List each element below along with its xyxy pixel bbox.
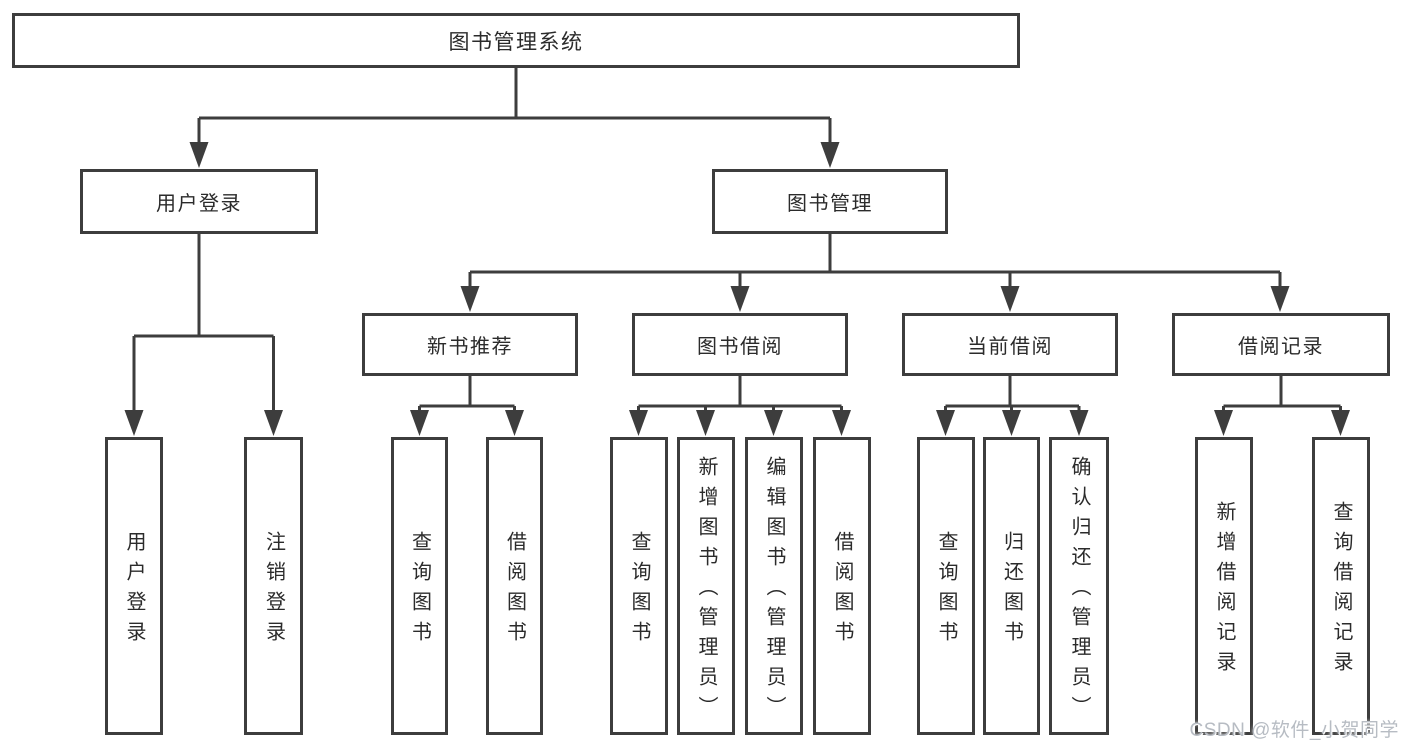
leaf-borrowing-borrow-books: 借阅图书: [813, 437, 871, 735]
leaf-user-login-label: 用户登录: [123, 531, 145, 651]
leaf-records-add-borrow-record-label: 新增借阅记录: [1213, 501, 1235, 681]
leaf-borrowing-query-books-label: 查询图书: [628, 531, 650, 651]
arrowhead: [1000, 286, 1020, 312]
node-user-login: 用户登录: [80, 169, 318, 234]
leaf-newbook-query-books-label: 查询图书: [408, 531, 431, 651]
leaf-user-login: 用户登录: [105, 437, 163, 735]
leaf-current-confirm-return-admin: 确认归还（管理员）: [1049, 437, 1109, 735]
leaf-records-query-borrow-record-label: 查询借阅记录: [1330, 501, 1352, 681]
node-borrowing-records-label: 借阅记录: [1238, 336, 1324, 358]
leaf-borrowing-borrow-books-label: 借阅图书: [831, 531, 853, 651]
arrowhead: [1331, 410, 1350, 436]
connector-borrowing-records-to-leaves: [1222, 376, 1342, 414]
arrowhead: [820, 142, 840, 168]
leaf-newbook-borrow-books: 借阅图书: [486, 437, 543, 735]
node-root: 图书管理系统: [12, 13, 1020, 68]
node-new-book-recommendation: 新书推荐: [362, 313, 578, 376]
node-book-borrowing-label: 图书借阅: [697, 336, 783, 358]
leaf-records-add-borrow-record: 新增借阅记录: [1195, 437, 1253, 735]
csdn-watermark: CSDN @软件_小贺同学: [1189, 720, 1399, 741]
arrowhead: [264, 410, 283, 436]
node-current-borrowing: 当前借阅: [902, 313, 1118, 376]
leaf-records-query-borrow-record: 查询借阅记录: [1312, 437, 1370, 735]
node-book-management: 图书管理: [712, 169, 948, 234]
node-borrowing-records: 借阅记录: [1172, 313, 1390, 376]
arrowhead: [189, 142, 209, 168]
connector-user-login-to-leaves: [132, 234, 275, 412]
arrowhead: [629, 410, 648, 436]
leaf-borrowing-edit-book-admin-label: 编辑图书（管理员）: [763, 456, 785, 726]
connector-new-book-to-leaves: [418, 376, 516, 414]
connector-book-borrowing-to-leaves: [637, 376, 843, 414]
arrowhead: [936, 410, 955, 436]
leaf-borrowing-edit-book-admin: 编辑图书（管理员）: [745, 437, 803, 735]
arrowhead: [410, 410, 429, 436]
arrowhead: [1270, 286, 1290, 312]
leaf-newbook-query-books: 查询图书: [391, 437, 448, 735]
leaf-current-return-books-label: 归还图书: [1000, 531, 1023, 651]
leaf-newbook-borrow-books-label: 借阅图书: [503, 531, 526, 651]
node-current-borrowing-label: 当前借阅: [967, 336, 1053, 358]
node-user-login-label: 用户登录: [156, 193, 242, 215]
leaf-current-query-books: 查询图书: [917, 437, 975, 735]
arrowhead: [1069, 410, 1089, 436]
arrowhead: [460, 286, 480, 312]
connector-root-to-level1: [197, 68, 832, 144]
leaf-current-return-books: 归还图书: [983, 437, 1040, 735]
leaf-logout-login-label: 注销登录: [262, 531, 285, 651]
leaf-current-query-books-label: 查询图书: [935, 531, 957, 651]
arrowhead: [1214, 410, 1233, 436]
arrowhead: [764, 410, 783, 436]
arrowhead: [124, 410, 144, 436]
connector-current-borrowing-to-leaves: [944, 376, 1081, 414]
arrowhead: [730, 286, 750, 312]
leaf-borrowing-add-book-admin-label: 新增图书（管理员）: [695, 456, 717, 726]
leaf-current-confirm-return-admin-label: 确认归还（管理员）: [1068, 456, 1090, 726]
leaf-borrowing-add-book-admin: 新增图书（管理员）: [677, 437, 735, 735]
arrowhead: [832, 410, 851, 436]
arrowhead: [505, 410, 524, 436]
connector-book-management-to-level2: [468, 234, 1282, 288]
node-book-management-label: 图书管理: [787, 193, 873, 215]
arrowhead: [1002, 410, 1021, 436]
node-new-book-recommendation-label: 新书推荐: [427, 336, 513, 358]
leaf-logout-login: 注销登录: [244, 437, 303, 735]
node-book-borrowing: 图书借阅: [632, 313, 848, 376]
node-root-label: 图书管理系统: [448, 30, 584, 54]
leaf-borrowing-query-books: 查询图书: [610, 437, 668, 735]
arrowhead: [696, 410, 715, 436]
